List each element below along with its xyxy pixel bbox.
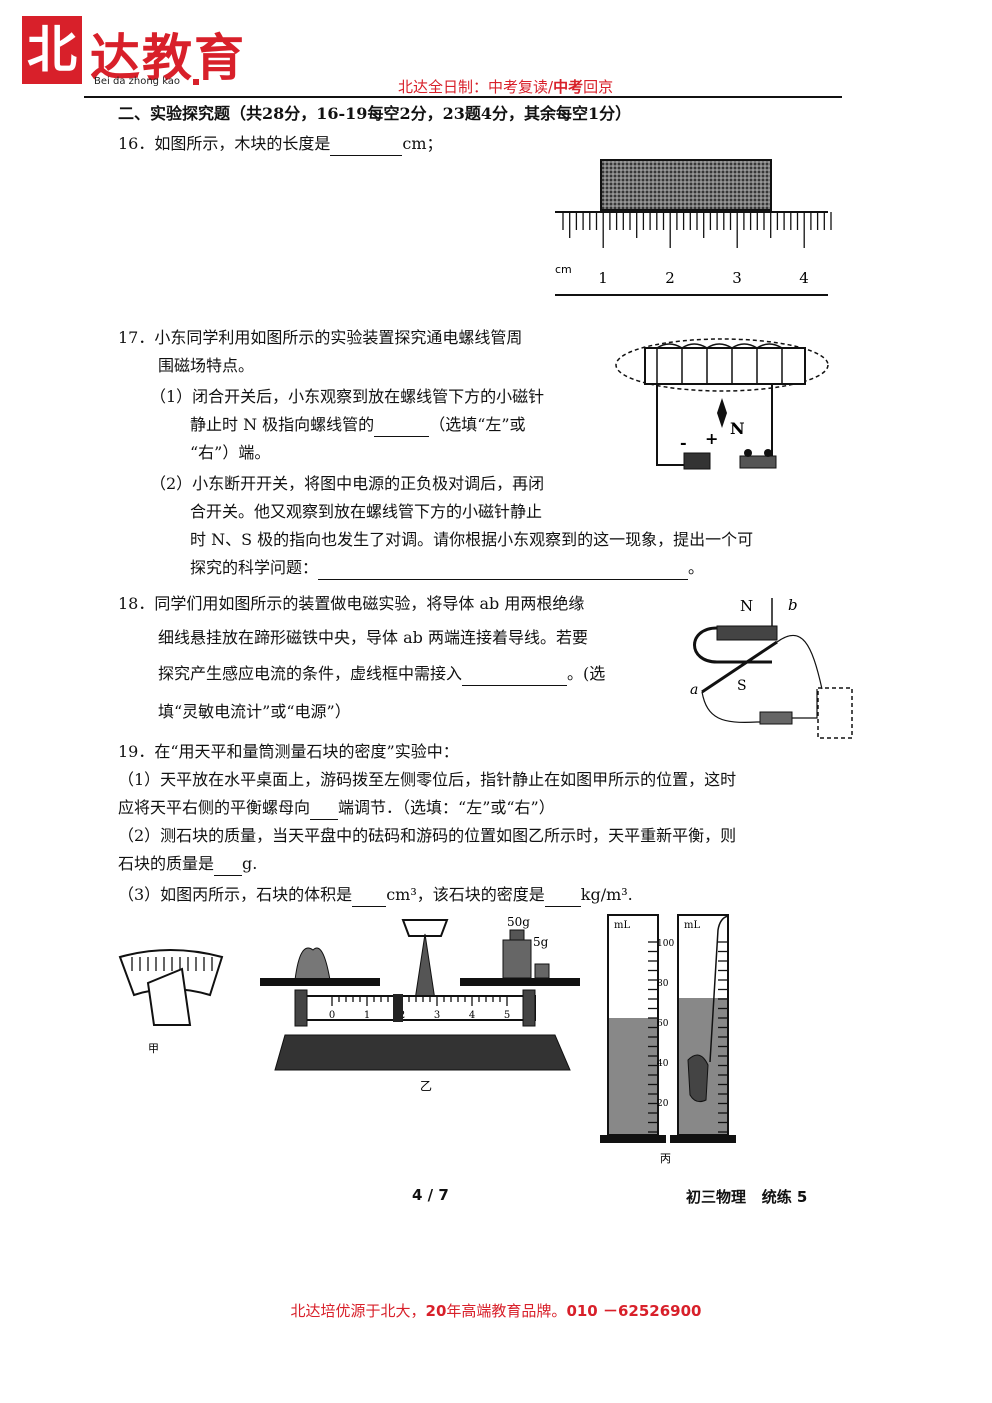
pointer-figure: 甲 — [118, 949, 224, 1055]
switch — [739, 455, 777, 469]
left-pan — [260, 978, 380, 986]
q18-line4: 填“灵敏电流计”或“电源”） — [158, 702, 351, 721]
balance-scale-head — [401, 919, 449, 937]
compass-needle — [717, 398, 727, 428]
balance-base — [274, 1034, 571, 1071]
needle-n-label: N — [730, 419, 745, 438]
stone-in-water — [687, 1054, 709, 1103]
field-line — [615, 338, 829, 392]
magnet-n-label: N — [740, 597, 753, 615]
solenoid-figure: N - + — [615, 338, 829, 470]
beam-tick-label: 4 — [469, 1010, 475, 1021]
magnet-top — [716, 625, 778, 641]
fig-jia-label: 甲 — [148, 1042, 159, 1055]
cyl-tick-label: 40 — [657, 1059, 669, 1069]
fig-bing-label: 丙 — [660, 1152, 671, 1165]
q17-line2: 围磁场特点。 — [158, 356, 255, 375]
logo-mark: 北 — [22, 16, 82, 84]
q18-line1: 18．同学们用如图所示的装置做电磁实验，将导体 ab 用两根绝缘 — [118, 594, 585, 613]
weight-50g-label: 50g — [507, 915, 530, 929]
solenoid — [644, 347, 806, 385]
right-pan — [460, 978, 580, 986]
ruler-tick-label: 1 — [598, 269, 608, 287]
q19-line3: 应将天平右侧的平衡螺母向端调节．（选填：“左”或“右”） — [118, 796, 555, 820]
cylinder-before: mL — [600, 914, 666, 1143]
beam-tick-label: 1 — [364, 1010, 370, 1021]
cyl-unit: mL — [614, 920, 630, 931]
string — [709, 915, 729, 1063]
ruler-figure: cm 1 2 3 4 — [555, 159, 832, 296]
battery-minus: - — [680, 433, 687, 452]
cyl-tick-label: 80 — [657, 979, 669, 989]
cyl-tick-label: 100 — [657, 939, 674, 949]
conductor-b-label: b — [788, 596, 798, 614]
footer-subject: 初三物理 统练 5 — [686, 1188, 808, 1206]
q17-line6: （2）小东断开开关，将图中电源的正负极对调后，再闭 — [150, 474, 545, 493]
wood-block — [600, 159, 772, 211]
ruler-ticks — [562, 212, 832, 248]
header-slogan: 北达全日制：中考复读/中考回京 — [398, 78, 614, 96]
page-number: 4 / 7 — [412, 1186, 449, 1204]
stone — [294, 947, 331, 981]
q17-line7: 合开关。他又观察到放在螺线管下方的小磁针静止 — [190, 502, 543, 521]
weight-50g — [502, 939, 532, 979]
q17-line9: 探究的科学问题：。 — [190, 556, 704, 580]
ruler-unit: cm — [555, 263, 572, 276]
logo-pinyin: Bei da zhong kao — [94, 76, 181, 87]
conductor-ab — [701, 640, 778, 694]
beam-tick-label: 3 — [434, 1010, 440, 1021]
electromagnetic-figure: N b a S — [690, 596, 853, 739]
rider — [393, 994, 403, 1022]
horseshoe-magnet — [693, 626, 772, 664]
pointer — [146, 967, 192, 1026]
balance-pointer — [414, 933, 436, 1001]
q19-line4: （2）测石块的质量，当天平盘中的砝码和游码的位置如图乙所示时，天平重新平衡，则 — [118, 826, 737, 845]
ruler-tick-label: 4 — [799, 269, 809, 287]
bottom-ad: 北达培优源于北大，20年高端教育品牌。010 －62526900 — [290, 1302, 702, 1320]
q19-line1: 19．在“用天平和量筒测量石块的密度”实验中： — [118, 742, 459, 761]
magnet-s-label: S — [737, 678, 747, 694]
cyl-tick-label: 20 — [657, 1099, 669, 1109]
fig-yi-label: 乙 — [420, 1079, 432, 1093]
q17-line4: 静止时 N 极指向螺线管的（选填“左”或 — [190, 413, 526, 437]
ruler-tick-label: 3 — [732, 269, 742, 287]
q18-line2: 细线悬挂放在蹄形磁铁中央，导体 ab 两端连接着导线。若要 — [158, 628, 588, 647]
switch — [759, 711, 793, 725]
logo-dot — [193, 79, 199, 85]
beam-tick-label: 0 — [329, 1010, 335, 1021]
q17-line5: “右”）端。 — [190, 443, 271, 462]
battery-plus: + — [705, 429, 718, 448]
cylinder-figure: mL mL 100 80 60 40 20 丙 — [600, 914, 736, 1165]
q17-line3: （1）闭合开关后，小东观察到放在螺线管下方的小磁针 — [150, 387, 545, 406]
conductor-a-label: a — [690, 682, 698, 698]
cylinder-after: mL — [670, 914, 736, 1143]
beam-tick-label: 5 — [504, 1010, 510, 1021]
q18-line3: 探究产生感应电流的条件，虚线框中需接入。(选 — [158, 662, 605, 686]
cyl-tick-label: 60 — [657, 1019, 669, 1029]
battery — [683, 452, 711, 470]
balance-figure: 50g 5g 0 1 2 3 4 5 乙 — [260, 915, 580, 1093]
header-rule — [84, 96, 842, 98]
dashed-box — [817, 687, 853, 739]
weight-5g-label: 5g — [533, 935, 549, 949]
q17-line1: 17．小东同学利用如图所示的实验装置探究通电螺线管周 — [118, 328, 523, 347]
q17-line8: 时 N、S 极的指向也发生了对调。请你根据小东观察到的这一现象，提出一个可 — [190, 530, 754, 549]
ruler-tick-label: 2 — [665, 269, 675, 287]
q19-line2: （1）天平放在水平桌面上，游码拨至左侧零位后，指针静止在如图甲所示的位置，这时 — [118, 770, 737, 789]
section-title: 二、实验探究题（共28分，16-19每空2分，23题4分，其余每空1分） — [118, 104, 632, 123]
weight-5g — [534, 963, 550, 979]
cyl-unit: mL — [684, 920, 700, 931]
logo-name: 达教育 — [90, 28, 246, 87]
